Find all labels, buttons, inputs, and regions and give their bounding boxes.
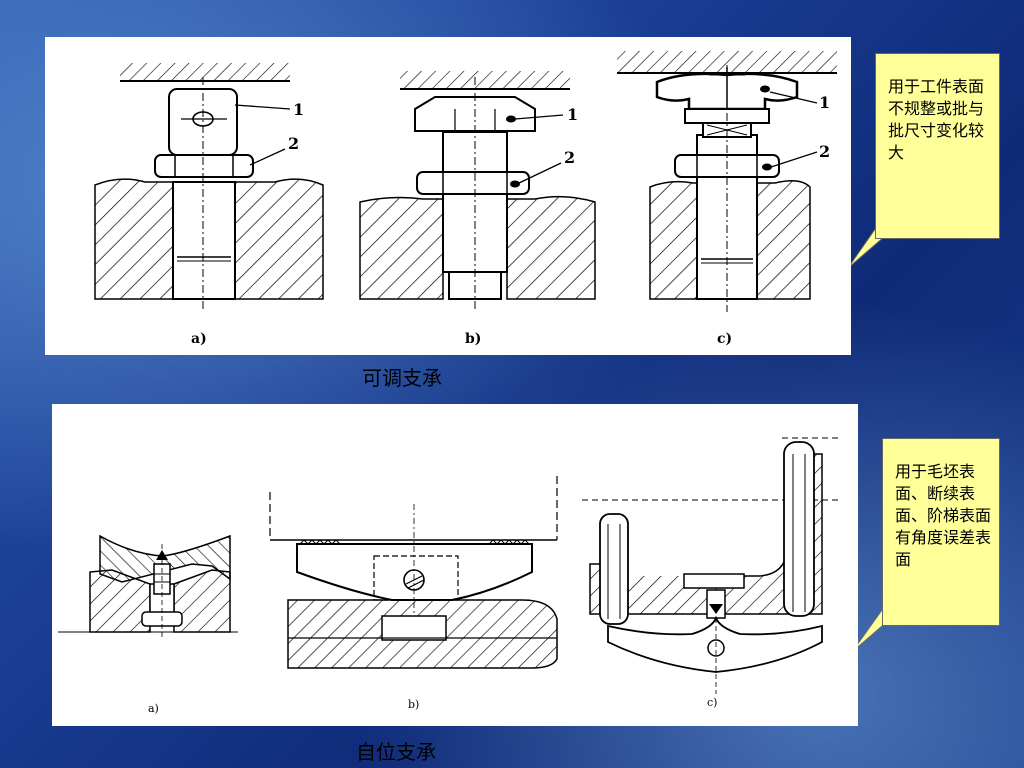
figure-c-self-positioning: c) xyxy=(582,437,842,709)
adjustable-support-panel: 1 2 a) 1 2 b) xyxy=(45,37,851,355)
figure-b-self-positioning: b) xyxy=(269,476,558,711)
label-1-c: 1 xyxy=(819,93,830,112)
figure-a-self-positioning: a) xyxy=(58,534,238,715)
self-positioning-support-panel: a) b) xyxy=(52,404,858,726)
figure-c-adjustable: 1 2 c) xyxy=(617,51,837,347)
subfigure-label-b: b) xyxy=(465,331,481,347)
label-2-c: 2 xyxy=(819,142,830,161)
subfigure-label-b-self: b) xyxy=(408,698,419,711)
label-2-a: 2 xyxy=(288,134,299,153)
self-positioning-support-caption: 自位支承 xyxy=(356,740,436,764)
label-1-b: 1 xyxy=(567,105,578,124)
self-positioning-support-drawing: a) b) xyxy=(58,437,842,715)
figure-a-adjustable: 1 2 a) xyxy=(94,63,324,347)
subfigure-label-a-self: a) xyxy=(148,702,159,715)
adjustable-support-callout: 用于工件表面不规整或批与批尺寸变化较大 xyxy=(875,53,1000,239)
subfigure-label-a: a) xyxy=(191,331,207,347)
self-positioning-support-callout-text: 用于毛坯表面、断续表面、阶梯表面有角度误差表面 xyxy=(895,462,992,569)
adjustable-support-callout-text: 用于工件表面不规整或批与批尺寸变化较大 xyxy=(888,77,985,162)
figure-b-adjustable: 1 2 b) xyxy=(359,71,596,347)
self-positioning-support-callout: 用于毛坯表面、断续表面、阶梯表面有角度误差表面 xyxy=(882,438,1000,626)
label-1-a: 1 xyxy=(293,100,304,119)
subfigure-label-c-self: c) xyxy=(707,696,717,709)
subfigure-label-c: c) xyxy=(717,331,732,347)
adjustable-support-drawing: 1 2 a) 1 2 b) xyxy=(94,51,837,347)
adjustable-support-caption: 可调支承 xyxy=(362,366,442,390)
label-2-b: 2 xyxy=(564,148,575,167)
